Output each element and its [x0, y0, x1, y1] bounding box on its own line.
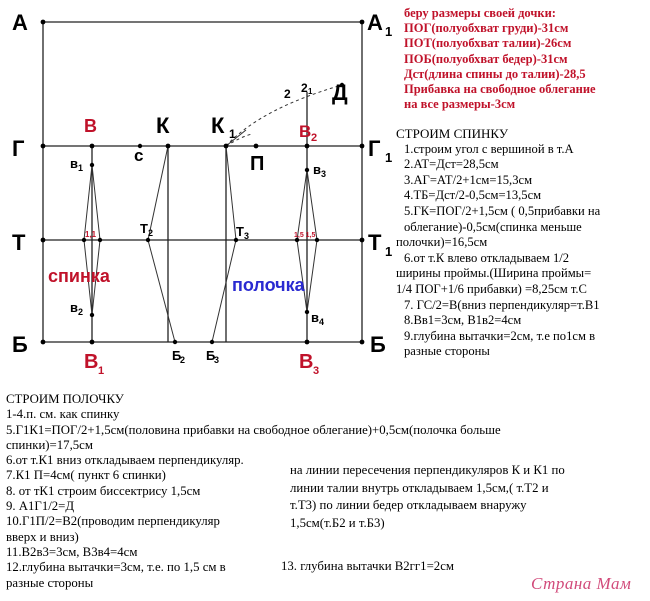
front-step: спинки)=17,5см: [6, 437, 93, 452]
label-dart-front: 1,5 1,5: [294, 232, 316, 239]
sizes-line: ПОТ(полуобхват талии)-26см: [404, 36, 572, 51]
front-step: вверх и вниз): [6, 529, 79, 544]
watermark: Страна Мам: [531, 574, 632, 593]
back-step: полочки)=16,5см: [396, 235, 488, 250]
label-e1: в: [70, 156, 78, 171]
corner-labels: А А 1 Г Г 1 Т Т 1 Б Б Д: [12, 10, 392, 357]
back-step: 9.глубина вытачки=2см, т.е по1см в: [404, 328, 596, 343]
back-step: 8.Вв1=3см, В1в2=4см: [404, 313, 522, 328]
label-A1: А: [367, 10, 383, 35]
front-instructions: СТРОИМ ПОЛОЧКУ 1-4.п. см. как спинку 5.Г…: [6, 392, 501, 591]
label-B: Б: [12, 332, 28, 357]
front-step: 1-4.п. см. как спинку: [6, 407, 120, 422]
point-labels: В К К 1 В 2 с П 2 2 1 в 1 в 2 в 3 в 4 Т …: [70, 81, 326, 377]
back-step: облегание)-0,5см(спинка меньше: [404, 219, 582, 234]
back-step: ширины проймы.(Ширина проймы=: [396, 266, 592, 281]
label-e3: в: [313, 162, 321, 177]
label-e4-sub: 4: [319, 317, 324, 327]
label-C: с: [134, 146, 143, 165]
label-T1: Т: [368, 230, 382, 255]
label-V3: В: [299, 351, 313, 373]
front-step: 7.К1 П=4см( пункт 6 спинки): [6, 468, 166, 483]
waist-note: на линии пересечения перпендикуляров К и…: [290, 462, 630, 532]
label-K1-sub: 1: [229, 127, 236, 141]
region-front: полочка: [232, 275, 306, 295]
label-V1-sub: 1: [98, 365, 104, 377]
label-P: П: [250, 153, 264, 175]
label-B1: Б: [370, 332, 386, 357]
back-step: 6.от т.К влево откладываем 1/2: [404, 250, 570, 265]
label-B3: Б: [206, 348, 215, 363]
label-e2-sub: 2: [78, 307, 83, 317]
label-V2: В: [299, 122, 311, 141]
back-step: 4.ТБ=Дст/2-0,5см=13,5см: [404, 188, 542, 203]
label-T2-sub: 2: [148, 228, 153, 238]
points: [40, 19, 365, 345]
label-arc-2: 2: [284, 87, 291, 101]
frame-lines: [42, 21, 363, 343]
back-step: 5.ГК=ПОГ/2+1,5см ( 0,5прибавки на: [404, 203, 601, 218]
label-B3-sub: 3: [214, 355, 219, 365]
back-step: 3.АГ=АТ/2+1см=15,3см: [404, 172, 533, 187]
front-step: разные стороны: [6, 575, 94, 590]
front-title: СТРОИМ ПОЛОЧКУ: [6, 392, 124, 406]
label-G1-sub: 1: [385, 150, 392, 165]
label-V1: В: [84, 351, 98, 373]
label-T: Т: [12, 230, 26, 255]
label-e3-sub: 3: [321, 169, 326, 179]
label-K: К: [156, 113, 170, 138]
label-K1: К: [211, 113, 225, 138]
label-T3-sub: 3: [244, 231, 249, 241]
label-dart-back: 1,1: [85, 230, 97, 239]
waist-note-line: на линии пересечения перпендикуляров К и…: [290, 463, 565, 477]
label-V2-sub: 2: [311, 132, 317, 144]
sizes-line: Прибавка на свободное облегание: [404, 82, 596, 97]
label-T1-sub: 1: [385, 244, 392, 259]
waist-note-line: 1,5см(т.Б2 и т.Б3): [290, 515, 385, 530]
front-step: 5.Г1К1=ПОГ/2+1,5см(половина прибавки на …: [6, 422, 501, 437]
back-step: 1/4 ПОГ+1/6 прибавки) =8,25см т.С: [396, 281, 587, 296]
label-e2: в: [70, 300, 78, 315]
label-B2-sub: 2: [180, 355, 185, 365]
sizes-line: ПОБ(полуобхват бедер)-31см: [404, 51, 568, 66]
front-step: 11.В2в3=3см, В3в4=4см: [6, 544, 138, 559]
waist-note-line: линии талии внутрь откладываем 1,5см,( т…: [290, 480, 549, 495]
region-back: спинка: [48, 266, 111, 286]
front-step: 12.глубина вытачки=3см, т.е. по 1,5 см в: [6, 560, 226, 575]
label-arc-21-sub: 1: [308, 87, 313, 96]
sizes-line: Дст(длина спины до талии)-28,5: [404, 66, 586, 81]
front-step: 6.от т.К1 вниз откладываем перпендикуляр…: [6, 453, 244, 468]
label-V3-sub: 3: [313, 365, 319, 377]
label-A: А: [12, 10, 28, 35]
waist-note-line: т.Т3) по линии бедер откладываем внаружу: [290, 498, 527, 512]
label-e4: в: [311, 310, 319, 325]
label-A1-sub: 1: [385, 24, 392, 39]
back-title: СТРОИМ СПИНКУ: [396, 126, 509, 141]
label-G1: Г: [368, 136, 381, 161]
label-T3: Т: [236, 224, 244, 239]
sizes-line: беру размеры своей дочки:: [404, 6, 556, 20]
back-step: 1.строим угол с вершиной в т.А: [404, 141, 574, 156]
front-step: 10.Г1П/2=В2(проводим перпендикуляр: [6, 514, 220, 529]
back-step: 2.АТ=Дст=28,5см: [404, 157, 499, 172]
front-step: 8. от тК1 строим биссектрису 1,5см: [6, 483, 201, 498]
front-step-13: 13. глубина вытачки В2гг1=2см: [281, 559, 454, 573]
label-e1-sub: 1: [78, 163, 83, 173]
label-B2: Б: [172, 348, 181, 363]
sizes-line: на все размеры-3см: [404, 97, 516, 112]
side-seams: [147, 145, 237, 343]
front-step: 9. А1Г1/2=Д: [6, 499, 75, 514]
label-V: В: [84, 116, 97, 136]
label-G: Г: [12, 136, 25, 161]
label-T2: Т: [140, 221, 148, 236]
sizes-block: беру размеры своей дочки: ПОГ(полуобхват…: [404, 6, 648, 112]
back-instructions: СТРОИМ СПИНКУ 1.строим угол с вершиной в…: [396, 126, 648, 360]
label-arc-21: 2: [301, 81, 308, 95]
sizes-line: ПОГ(полуобхват груди)-31см: [404, 21, 569, 36]
label-D: Д: [332, 80, 348, 105]
back-step: 7. ГС/2=В(вниз перпендикуляр=т.В1: [404, 297, 600, 312]
back-step: разные стороны: [404, 344, 490, 359]
